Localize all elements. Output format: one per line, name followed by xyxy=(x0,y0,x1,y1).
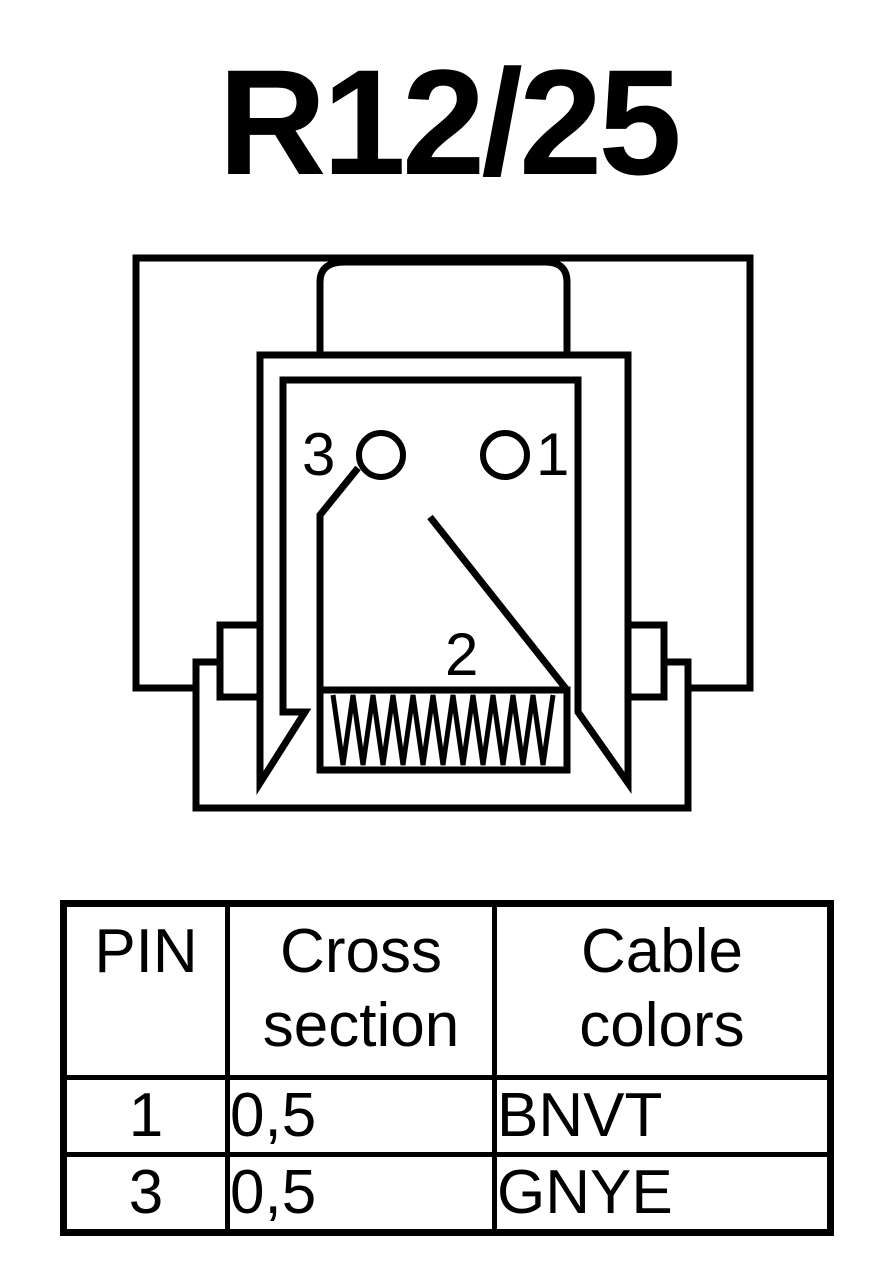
table-row: 3 0,5 GNYE xyxy=(61,1152,833,1235)
bracket xyxy=(192,658,692,812)
connector-frame xyxy=(256,351,632,796)
connector-diagram: 3 1 2 xyxy=(132,254,754,812)
header-color-line1: Cable xyxy=(581,917,743,986)
wire-pin2 xyxy=(427,514,570,693)
cell-pin: 3 xyxy=(61,1152,230,1235)
header-color-line2: colors xyxy=(579,991,745,1060)
header-pin-label: PIN xyxy=(94,917,198,986)
cell-cable-color: GNYE xyxy=(492,1152,833,1235)
cell-cross-section: 0,5 xyxy=(225,1075,497,1157)
pin-table: PIN Cross section Cable colors 1 0,5 BNV… xyxy=(60,900,834,1236)
header-cross-line2: section xyxy=(262,991,460,1060)
table-row: 1 0,5 BNVT xyxy=(61,1075,833,1157)
spring-box xyxy=(316,686,571,774)
pin3-contact xyxy=(356,430,406,480)
right-block xyxy=(624,621,668,701)
header-cross-line1: Cross xyxy=(280,917,442,986)
pin2-label: 2 xyxy=(445,621,478,688)
cell-cable-color: BNVT xyxy=(492,1075,833,1157)
header-cable-colors: Cable colors xyxy=(492,901,833,1080)
spring-coil xyxy=(330,694,556,766)
cell-pin: 1 xyxy=(61,1075,230,1157)
connector-title: R12/25 xyxy=(218,38,682,206)
left-block xyxy=(216,621,264,701)
pin1-label: 1 xyxy=(536,421,569,488)
cell-cross-section: 0,5 xyxy=(225,1152,497,1235)
housing-outline xyxy=(132,254,754,692)
top-tab xyxy=(316,258,571,353)
pin3-label: 3 xyxy=(302,421,335,488)
pin1-contact xyxy=(480,430,530,480)
wire-pin3 xyxy=(316,465,361,690)
table-header-row: PIN Cross section Cable colors xyxy=(61,901,833,1080)
header-pin: PIN xyxy=(61,901,230,1080)
header-cross-section: Cross section xyxy=(225,901,497,1080)
